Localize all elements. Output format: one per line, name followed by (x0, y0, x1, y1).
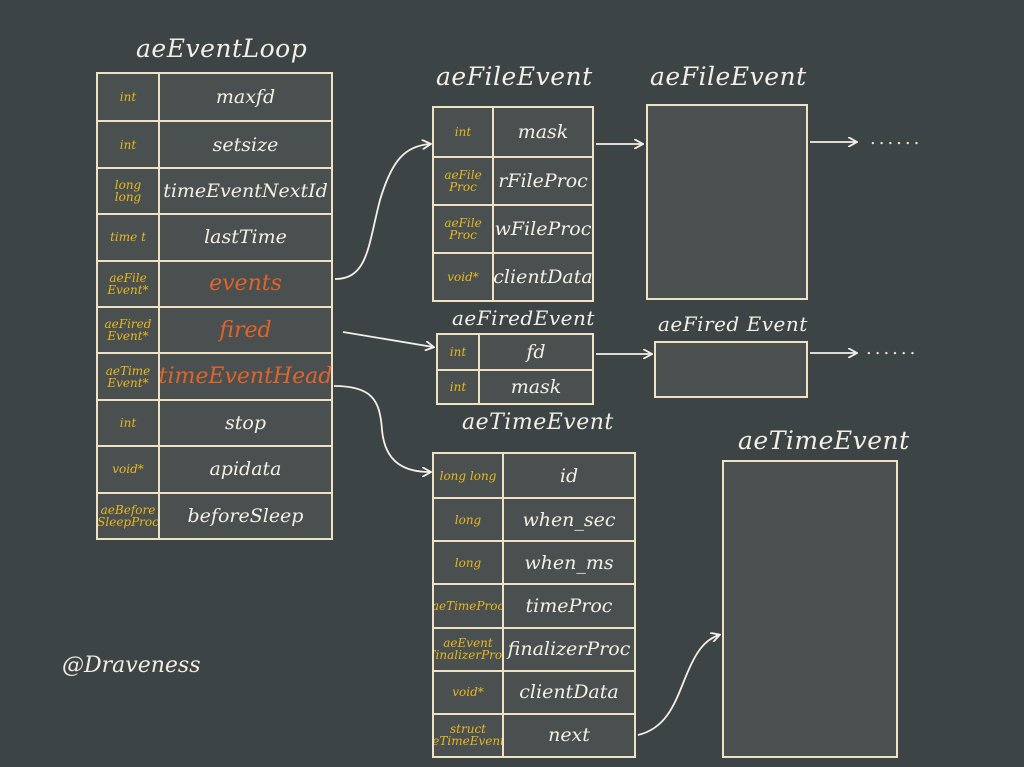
aeeventloop-row-fired: aeFired Event* fired (98, 306, 331, 353)
aefileevent-field-name: clientData (493, 266, 593, 288)
aefiredevent-row-mask: int mask (438, 369, 592, 403)
aeeventloop-field-type: int (98, 122, 160, 167)
timeeventhead-arrow (333, 385, 430, 472)
aefiredevent-title: aeFiredEvent (452, 306, 595, 330)
aeeventloop-row-apidata: void* apidata (98, 445, 331, 492)
aetimeevent-field-name: next (548, 724, 590, 747)
aefileevent-title: aeFileEvent (436, 62, 593, 91)
aetimeevent-row-clientdata: void* clientData (434, 669, 634, 713)
aetimeevent-next-title: aeTimeEvent (738, 426, 910, 455)
aefileevent-field-name: rFileProc (498, 170, 588, 192)
aeeventloop-field-type: aeFired Event* (98, 308, 160, 353)
aeeventloop-row-timeeventhead: aeTime Event*timeEventHead (98, 352, 333, 399)
aeeventloop-title: aeEventLoop (136, 34, 308, 63)
aetimeevent-row-when-sec: long when_sec (434, 497, 634, 541)
aetimeevent-field-type: aeTimeProc (434, 585, 504, 627)
aefiredevent-field-type: int (438, 371, 480, 403)
aetimeevent-title: aeTimeEvent (462, 410, 614, 435)
aetimeevent-row-next: struct aeTimeEvent* next (434, 712, 634, 756)
aetimeevent-field-name: id (559, 464, 579, 487)
aetimeevent-field-name: when_ms (524, 551, 614, 574)
aetimeevent-field-type: struct aeTimeEvent* (434, 714, 504, 756)
aefileevent-row-clientdata: void*clientData (434, 252, 593, 300)
aetimeevent-field-name: when_sec (522, 508, 616, 531)
aefiredevent-field-type: int (438, 335, 480, 369)
aeeventloop-field-type: aeBefore SleepProc (98, 493, 160, 538)
aefiredevent-field-name: fd (526, 341, 546, 363)
aeeventloop-field-name: lastTime (204, 226, 287, 249)
aeeventloop-field-name: maxfd (215, 86, 276, 109)
time-next-arrow (637, 635, 719, 736)
aeeventloop-field-type: int (98, 74, 160, 121)
aetimeevent-field-name: finalizerProc (507, 638, 631, 661)
aefileevent-field-type: void* (434, 254, 494, 300)
aetimeevent-field-type: aeEvent FinalizerProc (434, 628, 504, 670)
aefiredevent-struct: int fd int mask (436, 333, 594, 405)
aetimeevent-field-type: long (434, 499, 504, 541)
aetimeevent-row-timeproc: aeTimeProc timeProc (434, 583, 634, 627)
aeeventloop-field-name: setsize (212, 133, 279, 156)
aefileevent-field-name: wFileProc (494, 218, 592, 240)
aeeventloop-field-type: aeTime Event* (98, 354, 160, 399)
aefileevent-field-name: mask (517, 121, 569, 143)
aefileevent-field-type: aeFile Proc (434, 206, 494, 252)
aeeventloop-field-name: apidata (209, 458, 282, 481)
aefiredevent-next-title: aeFired Event (658, 312, 808, 336)
aeeventloop-row-beforesleep: aeBefore SleepProc beforeSleep (98, 491, 331, 538)
aetimeevent-field-name: clientData (519, 681, 619, 704)
author-credit: @Draveness (62, 653, 201, 678)
aefileevent-field-type: int (434, 108, 494, 156)
aeeventloop-field-name: stop (225, 411, 266, 434)
aeeventloop-field-type: long long (98, 168, 160, 214)
aeeventloop-row-stop: int stop (98, 398, 331, 446)
aeeventloop-field-type: aeFile Event* (98, 261, 160, 306)
aeeventloop-row-events: aeFile Event* events (98, 259, 331, 306)
aeeventloop-field-name: timeEventHead (158, 364, 333, 390)
aeeventloop-field-name: beforeSleep (187, 504, 304, 527)
aeeventloop-row-setsize: int setsize (98, 120, 331, 167)
aeeventloop-field-name: timeEventNextId (163, 179, 328, 202)
aetimeevent-field-type: void* (434, 671, 504, 713)
aeeventloop-row-maxfd: int maxfd (98, 74, 331, 121)
aefiredevent-field-name: mask (510, 376, 562, 398)
fired-arrow (342, 331, 433, 347)
aefiredevent-row-fd: int fd (438, 335, 592, 369)
aetimeevent-field-type: long long (434, 454, 504, 498)
aefileevent-field-type: aeFile Proc (434, 158, 494, 204)
aefileevent-row-mask: int mask (434, 108, 592, 156)
aetimeevent-field-name: timeProc (525, 594, 613, 617)
aeeventloop-field-name: fired (219, 317, 272, 343)
aefileevent-ellipsis: ...... (870, 128, 923, 149)
aetimeevent-next-box (722, 460, 898, 758)
aeeventloop-row-lasttime: time t lastTime (98, 213, 331, 260)
aetimeevent-row-when-ms: long when_ms (434, 540, 634, 584)
aetimeevent-field-type: long (434, 542, 504, 584)
aeeventloop-field-type: void* (98, 447, 160, 492)
aeeventloop-field-name: events (209, 271, 282, 297)
aetimeevent-row-id: long long id (434, 454, 634, 498)
events-arrow (334, 144, 430, 280)
aeeventloop-field-type: time t (98, 215, 160, 260)
aefileevent-next-title: aeFileEvent (650, 62, 807, 91)
aetimeevent-row-finalizerproc: aeEvent FinalizerProcfinalizerProc (434, 626, 634, 670)
aefiredevent-ellipsis: ...... (866, 338, 919, 359)
aefileevent-next-box (646, 104, 808, 300)
aeeventloop-field-type: int (98, 400, 160, 446)
aefiredevent-next-box (654, 341, 808, 398)
